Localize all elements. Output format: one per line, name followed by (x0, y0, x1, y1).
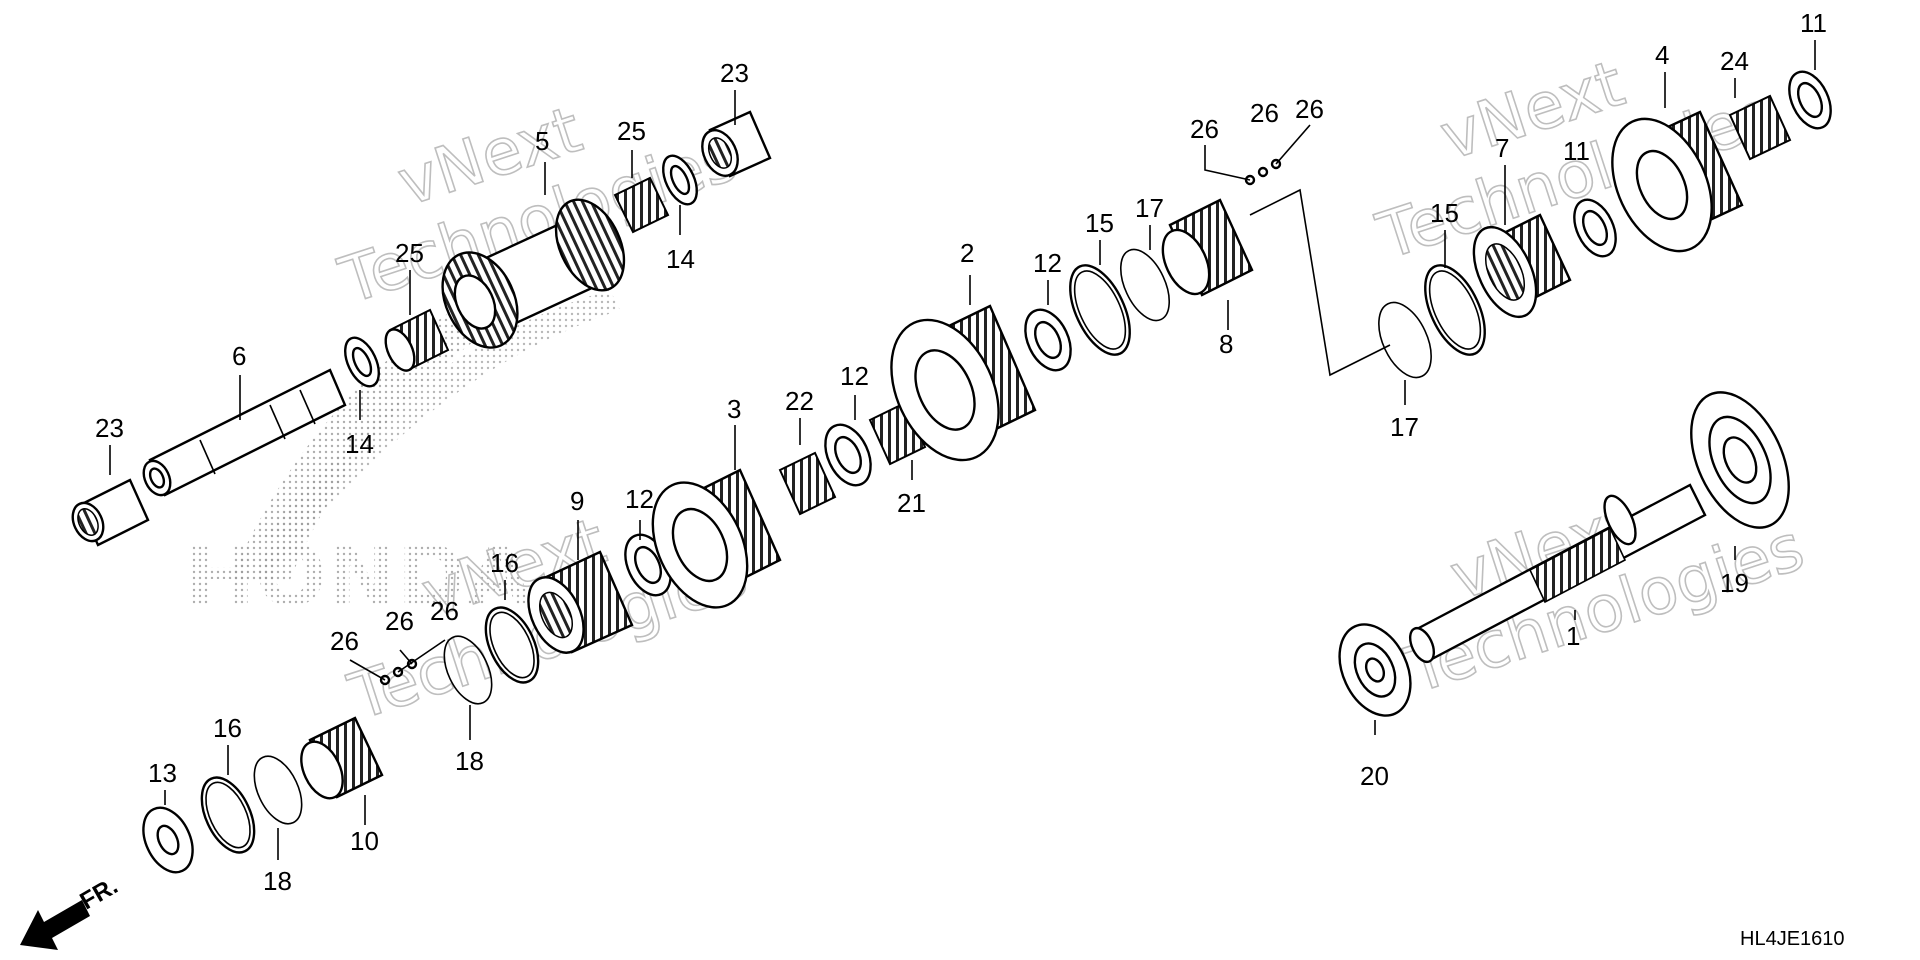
part-7-hub (1472, 213, 1572, 319)
callout-23b: 23 (720, 58, 749, 88)
part-22-needle-bearing (778, 451, 837, 516)
callout-26e: 26 (385, 606, 414, 636)
callout-4: 4 (1655, 40, 1669, 70)
part-23-bearing-left (71, 478, 150, 547)
part-10-spline-collar (300, 716, 384, 800)
callout-9: 9 (570, 486, 584, 516)
callout-14a: 14 (345, 429, 374, 459)
callout-17b: 17 (1390, 412, 1419, 442)
callout-10: 10 (350, 826, 379, 856)
honda-logo-text: HONDA (185, 527, 532, 625)
callout-26b: 26 (1250, 98, 1279, 128)
part-20-ball-bearing (1338, 623, 1412, 717)
part-18-circlip-middle (443, 635, 493, 705)
part-9-shifter-gear (527, 550, 634, 654)
callout-12c: 12 (625, 484, 654, 514)
callout-6: 6 (232, 341, 246, 371)
part-18-circlip-lower (253, 755, 303, 825)
callout-14b: 14 (666, 244, 695, 274)
part-23-bearing-upper (701, 110, 772, 178)
part-11-washer-b (1788, 70, 1832, 130)
part-26-balls-upper (1244, 158, 1282, 186)
part-12-washer-b (824, 423, 872, 487)
part-16-ring-middle (484, 606, 540, 684)
part-14-washer-left (344, 336, 380, 388)
callout-18b: 18 (263, 866, 292, 896)
callout-26c: 26 (1295, 94, 1324, 124)
group-bracket-line (1249, 188, 1391, 377)
part-16-ring (200, 776, 256, 854)
part-6-shaft (142, 368, 347, 497)
part-13-washer (142, 806, 194, 874)
callout-12a: 12 (1033, 248, 1062, 278)
part-8-spline-collar (1161, 198, 1254, 297)
front-direction-indicator: FR. (20, 872, 122, 950)
callout-13: 13 (148, 758, 177, 788)
callout-8: 8 (1219, 329, 1233, 359)
callout-2: 2 (960, 238, 974, 268)
part-3-gear (651, 468, 782, 609)
part-12-washer-c (1024, 308, 1072, 372)
callout-22: 22 (785, 386, 814, 416)
part-1-mainshaft (1408, 483, 1707, 664)
front-arrow-icon (20, 900, 90, 950)
part-17-circlip-a (1119, 248, 1171, 322)
callout-3: 3 (727, 394, 741, 424)
honda-wing-logo-2 (260, 290, 620, 540)
callout-1: 1 (1566, 621, 1580, 651)
callout-16b: 16 (490, 548, 519, 578)
part-15-ring-b (1424, 264, 1486, 356)
callout-17a: 17 (1135, 193, 1164, 223)
callout-5: 5 (535, 126, 549, 156)
callout-15a: 15 (1085, 208, 1114, 238)
part-24-needle-bearing (1728, 94, 1792, 161)
callout-7: 7 (1495, 133, 1509, 163)
callout-11b: 11 (1563, 136, 1590, 166)
callout-20: 20 (1360, 761, 1389, 791)
callout-12b: 12 (840, 361, 869, 391)
callout-24: 24 (1720, 46, 1749, 76)
callout-25a: 25 (395, 238, 424, 268)
part-25-needle-bearing-upper (613, 176, 670, 234)
callout-labels: 1 2 3 4 5 6 7 8 9 10 11 11 12 12 12 13 1… (95, 8, 1827, 896)
leader-lines (109, 40, 1816, 860)
callout-18a: 18 (455, 746, 484, 776)
callout-26d: 26 (330, 626, 359, 656)
callout-11a: 11 (1800, 8, 1827, 38)
part-15-ring-a (1069, 264, 1131, 356)
callout-19: 19 (1720, 568, 1749, 598)
callout-25b: 25 (617, 116, 646, 146)
part-5-gear-cluster (441, 198, 626, 349)
callout-23a: 23 (95, 413, 124, 443)
part-11-washer-a (1573, 198, 1617, 258)
part-4-gear (1611, 110, 1744, 253)
part-17-circlip-b (1378, 301, 1432, 379)
part-19-ball-bearing (1690, 391, 1790, 529)
part-25-needle-bearing-left (384, 308, 450, 372)
callout-21: 21 (897, 488, 926, 518)
callout-16a: 16 (213, 713, 242, 743)
part-14-washer-upper (662, 154, 698, 206)
callout-26a: 26 (1190, 114, 1219, 144)
callout-15b: 15 (1430, 198, 1459, 228)
part-2-gear (890, 304, 1037, 462)
figure-code: HL4JE1610 (1740, 928, 1845, 950)
callout-26f: 26 (430, 596, 459, 626)
